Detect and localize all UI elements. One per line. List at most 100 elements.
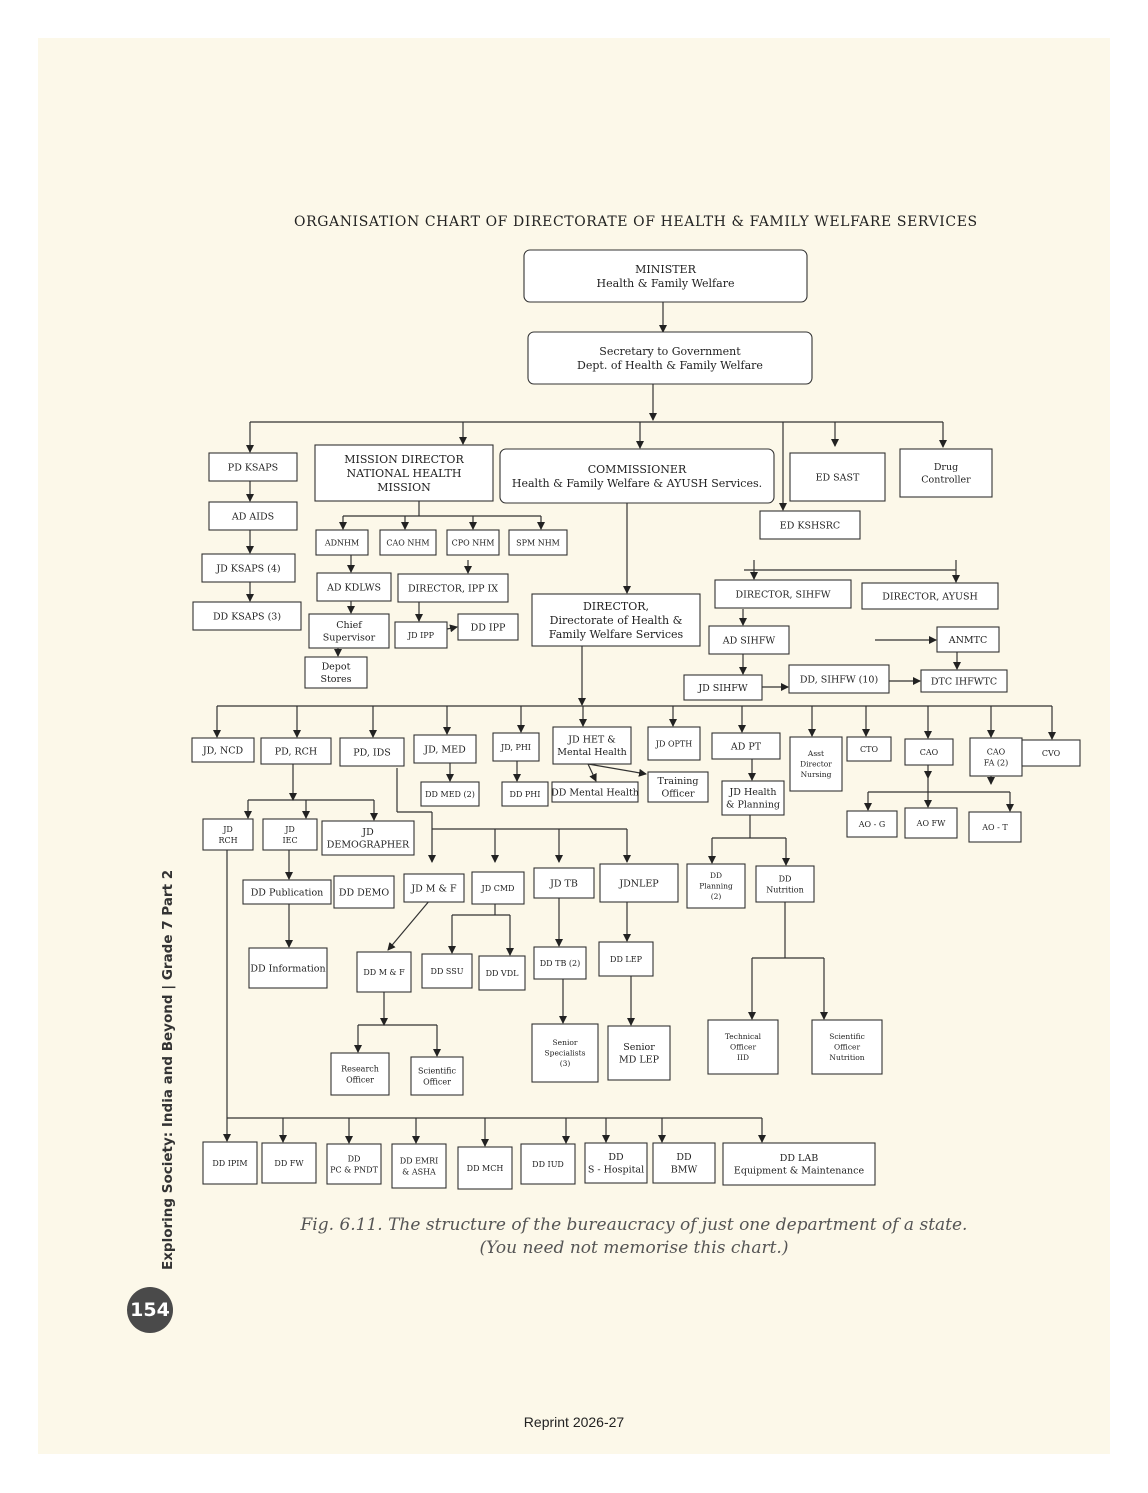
reprint-note: Reprint 2026-27: [523, 1414, 625, 1430]
node-label: AO - T: [981, 823, 1008, 832]
node-box: [721, 780, 785, 816]
node-label: DD: [710, 871, 722, 880]
node-box: [531, 593, 701, 647]
node-box: [471, 871, 525, 905]
node-ad-pt: AD PT: [711, 732, 781, 760]
node-adnhm: ADNHM: [315, 529, 369, 556]
node-label: CAO: [920, 748, 939, 757]
node-label: Family Welfare Services: [549, 628, 684, 641]
node-box: [397, 573, 509, 603]
node-box: [969, 737, 1023, 777]
node-label: IID: [737, 1053, 749, 1062]
node-label: AO FW: [916, 819, 946, 828]
node-label: Asst: [807, 749, 824, 758]
node-label: JD HET &: [567, 735, 615, 746]
node-box: [920, 669, 1008, 693]
node-pd-ksaps: PD KSAPS: [208, 452, 298, 482]
node-dd-lep: DD LEP: [598, 941, 654, 977]
node-label: DD, SIHFW (10): [800, 674, 878, 685]
node-dd-phi: DD PHI: [501, 781, 549, 807]
node-director-sihfw: DIRECTOR, SIHFW: [714, 579, 852, 609]
node-ad-kdlws: AD KDLWS: [316, 572, 392, 602]
node-box: [861, 582, 999, 610]
node-label: JD OPTH: [655, 739, 692, 748]
node-label: JD: [361, 827, 374, 838]
node-label: AD KDLWS: [326, 582, 381, 593]
node-cto: CTO: [846, 736, 892, 762]
node-director-ayush: DIRECTOR, AYUSH: [861, 582, 999, 610]
node-box: [789, 452, 886, 502]
node-label: DD: [608, 1152, 624, 1163]
node-label: JD, NCD: [202, 745, 244, 756]
node-label: Health & Family Welfare & AYUSH Services…: [512, 477, 762, 490]
node-box: [652, 1142, 716, 1184]
node-box: [446, 529, 500, 556]
node-label: DTC IHFWTC: [931, 676, 997, 687]
node-dd-emri-asha: DD EMRI& ASHA: [391, 1143, 447, 1189]
node-box: [531, 1023, 599, 1083]
node-label: Nutrition: [829, 1053, 864, 1062]
node-box: [904, 807, 958, 839]
node-label: ED KSHSRC: [780, 520, 840, 531]
node-label: DD IUD: [532, 1160, 564, 1169]
node-box: [315, 529, 369, 556]
node-box: [410, 1056, 464, 1096]
node-label: CVO: [1042, 749, 1061, 758]
node-box: [394, 621, 448, 649]
node-label: DD PHI: [510, 790, 541, 799]
node-label: DIRECTOR,: [583, 600, 649, 613]
node-box: [379, 529, 437, 556]
node-label: DD IPP: [471, 622, 506, 633]
node-label: Senior: [553, 1038, 578, 1047]
node-box: [683, 674, 763, 701]
node-label: Training: [658, 776, 699, 787]
node-ad-aids: AD AIDS: [208, 501, 298, 531]
node-jd-ipp: JD IPP: [394, 621, 448, 649]
node-label: DD: [779, 874, 792, 883]
node-box: [304, 656, 368, 689]
node-cao-nhm: CAO NHM: [379, 529, 437, 556]
connector-53: [587, 763, 647, 777]
node-label: MD LEP: [619, 1055, 660, 1066]
node-label: (2): [711, 892, 722, 901]
node-box: [492, 732, 540, 762]
node-label: Directorate of Health &: [550, 614, 683, 627]
node-dd-iud: DD IUD: [520, 1143, 576, 1185]
node-label: Planning: [699, 882, 733, 891]
chart-title: ORGANISATION CHART OF DIRECTORATE OF HEA…: [294, 214, 978, 230]
node-box: [191, 737, 255, 763]
node-cpo-nhm: CPO NHM: [446, 529, 500, 556]
node-jd-health-planning: JD Health& Planning: [721, 780, 785, 816]
node-box: [262, 818, 318, 851]
node-label: Officer: [661, 789, 695, 800]
node-label: NATIONAL HEALTH: [347, 467, 462, 480]
node-box: [403, 873, 465, 903]
node-dd-mch: DD MCH: [457, 1146, 513, 1190]
node-ad-sihfw: AD SIHFW: [708, 625, 790, 655]
node-box: [714, 579, 852, 609]
node-label: PC & PNDT: [330, 1165, 379, 1174]
node-box: [321, 820, 415, 856]
node-label: DD Information: [250, 963, 325, 974]
node-box: [316, 572, 392, 602]
node-label: DD KSAPS (3): [213, 611, 281, 622]
node-label: DD VDL: [486, 969, 520, 978]
node-jd-sihfw: JD SIHFW: [683, 674, 763, 701]
node-box: [755, 865, 815, 903]
node-jd-het: JD HET &Mental Health: [552, 726, 632, 765]
node-label: Health & Family Welfare: [597, 277, 735, 290]
node-box: [208, 452, 298, 482]
node-label: DIRECTOR, SIHFW: [736, 589, 831, 600]
node-label: Supervisor: [323, 633, 376, 644]
